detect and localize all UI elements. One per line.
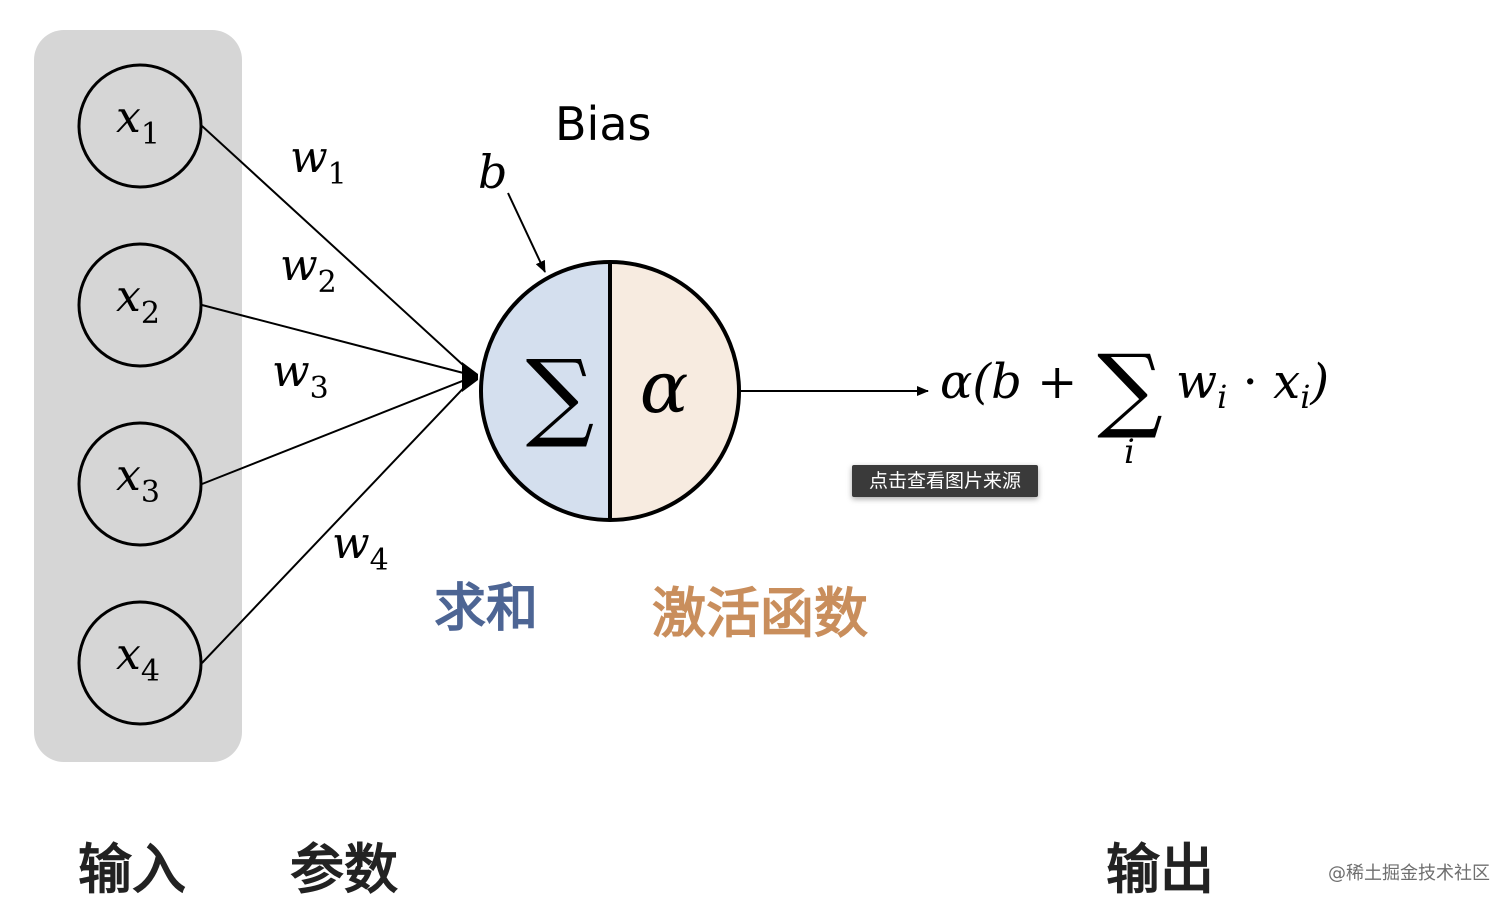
connection-x3 — [201, 375, 476, 485]
weight-label-3: w3 — [272, 346, 329, 406]
input-symbol: x2 — [116, 271, 160, 331]
weight-w: w — [332, 518, 370, 569]
input-x: x — [116, 450, 141, 501]
neuron-node: ∑ α — [479, 260, 741, 522]
merge-arrowhead — [462, 362, 478, 392]
activation-symbol: α — [640, 345, 689, 429]
input-sub: 1 — [141, 117, 160, 152]
input-node-1: x1 — [77, 63, 203, 189]
connection-x4 — [201, 375, 476, 664]
connection-x1 — [201, 125, 476, 377]
formula-head: α(b + — [940, 354, 1093, 410]
formula-head-text: α(b + — [940, 354, 1093, 410]
input-symbol: x1 — [116, 92, 160, 152]
weight-sub: 1 — [328, 157, 347, 192]
weight-w: w — [272, 346, 310, 397]
input-circle — [77, 242, 203, 368]
view-image-source-button[interactable]: 点击查看图片来源 — [852, 465, 1038, 497]
formula-sigma: ∑ — [1097, 335, 1163, 442]
input-symbol: x4 — [116, 629, 160, 689]
label-output: 输出 — [1106, 838, 1214, 901]
input-node-2: x2 — [77, 242, 203, 368]
sum-half — [481, 262, 610, 520]
sum-symbol: ∑ — [526, 339, 595, 451]
input-circle — [77, 421, 203, 547]
weight-label-2: w2 — [280, 240, 337, 300]
formula-w-sub: i — [1217, 378, 1227, 416]
connection-x2 — [201, 304, 476, 377]
formula-x: x — [1273, 354, 1300, 410]
input-sub: 3 — [141, 475, 160, 510]
formula-sigma-index: i — [1124, 432, 1135, 472]
output-formula: α(b + ∑ i wi · xi) — [940, 335, 1329, 472]
weight-w: w — [280, 240, 318, 291]
weight-sub: 4 — [370, 543, 389, 578]
input-x: x — [116, 92, 141, 143]
weight-label-4: w4 — [332, 518, 389, 578]
formula-dot: · — [1227, 354, 1273, 410]
input-circle — [77, 600, 203, 726]
watermark: @稀土掘金技术社区 — [1328, 863, 1490, 884]
input-panel — [34, 30, 242, 762]
weight-sub: 2 — [318, 265, 337, 300]
input-x: x — [116, 629, 141, 680]
bias-title: Bias — [555, 97, 652, 151]
formula-x-sub: i — [1300, 378, 1310, 416]
formula-tail: wi · xi) — [1176, 354, 1329, 416]
weight-sub: 3 — [310, 371, 329, 406]
input-node-4: x4 — [77, 600, 203, 726]
label-activation: 激活函数 — [652, 582, 868, 645]
input-circle — [77, 63, 203, 189]
label-input: 输入 — [78, 838, 186, 901]
formula-close: ) — [1309, 354, 1329, 410]
bias-symbol: b — [478, 145, 507, 199]
label-sum: 求和 — [434, 579, 538, 639]
weight-w: w — [290, 132, 328, 183]
label-params: 参数 — [290, 838, 398, 901]
activation-half — [610, 262, 739, 520]
bias-arrow — [507, 192, 546, 273]
input-node-3: x3 — [77, 421, 203, 547]
input-sub: 2 — [141, 296, 160, 331]
weight-label-1: w1 — [290, 132, 347, 192]
input-symbol: x3 — [116, 450, 160, 510]
weight-connections — [201, 125, 476, 664]
formula-w: w — [1176, 354, 1217, 410]
input-x: x — [116, 271, 141, 322]
input-sub: 4 — [141, 654, 160, 689]
